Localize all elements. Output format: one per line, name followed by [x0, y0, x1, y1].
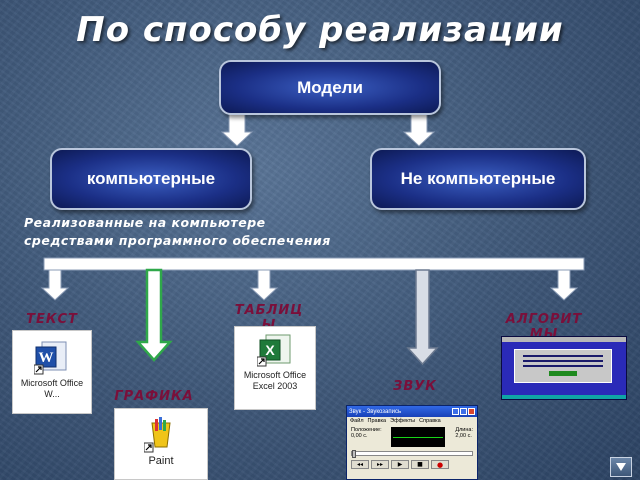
node-models: Модели	[219, 60, 441, 115]
rewind-icon[interactable]: ◂◂	[351, 460, 369, 469]
excel-label: Microsoft Office Excel 2003	[243, 370, 307, 391]
arrow-to-sound	[406, 269, 439, 366]
node-computer: компьютерные	[50, 148, 252, 210]
distribution-bar	[43, 257, 585, 271]
algorithms-screenshot	[501, 336, 627, 400]
svg-text:X: X	[265, 342, 275, 358]
word-icon: W	[34, 341, 67, 375]
slider-thumb[interactable]	[352, 450, 356, 458]
arrow-to-algorithms	[549, 269, 579, 301]
sound-recorder-title: Звук - Звукозапись	[349, 408, 402, 415]
slide-title: По способу реализации	[76, 10, 564, 50]
dialog-ok-button	[549, 371, 577, 376]
menu-edit[interactable]: Правка	[367, 418, 387, 424]
node-models-label: Модели	[297, 77, 363, 97]
word-label: Microsoft Office W...	[20, 378, 84, 399]
word-shortcut[interactable]: W Microsoft Office W...	[12, 330, 92, 414]
ide-dialog	[514, 349, 612, 383]
length-readout: Длина: 2,00 с.	[455, 427, 473, 439]
category-graphics: ГРАФИКА	[114, 389, 194, 404]
close-icon[interactable]	[468, 408, 475, 415]
excel-shortcut[interactable]: X Microsoft Office Excel 2003	[234, 326, 316, 410]
node-non-computer-label: Не компьютерные	[400, 169, 556, 188]
sound-recorder-titlebar[interactable]: Звук - Звукозапись	[347, 406, 477, 417]
record-icon[interactable]: ●	[431, 460, 449, 469]
category-sound: ЗВУК	[393, 379, 437, 394]
arrow-to-text	[40, 269, 70, 301]
position-label: Положение:	[351, 427, 382, 433]
arrow-to-graphics	[135, 268, 173, 362]
minimize-icon[interactable]	[452, 408, 459, 415]
length-value: 2,00 с.	[455, 433, 472, 439]
maximize-icon[interactable]	[460, 408, 467, 415]
forward-icon[interactable]: ▸▸	[371, 460, 389, 469]
excel-icon: X	[257, 334, 291, 367]
position-readout: Положение: 0,00 с.	[351, 427, 382, 439]
ide-menubar	[502, 337, 626, 342]
dialog-line-2	[523, 360, 603, 362]
sound-recorder-window[interactable]: Звук - Звукозапись Файл Правка Эффекты С…	[346, 405, 478, 480]
dialog-line-1	[523, 355, 603, 357]
waveform-display	[391, 427, 446, 447]
svg-text:W: W	[39, 350, 54, 366]
sound-recorder-menu: Файл Правка Эффекты Справка	[347, 417, 477, 425]
arrow-root-to-computer	[220, 113, 254, 147]
node-computer-label: компьютерные	[86, 169, 216, 188]
paint-icon	[144, 417, 171, 453]
play-icon[interactable]: ▶	[391, 460, 409, 469]
arrow-root-to-noncomputer	[402, 113, 436, 147]
menu-file[interactable]: Файл	[350, 418, 364, 424]
dialog-line-3	[523, 365, 603, 367]
stop-icon[interactable]: ■	[411, 460, 429, 469]
menu-effects[interactable]: Эффекты	[390, 418, 416, 424]
paint-label: Paint	[148, 455, 174, 467]
nav-button-icon	[616, 463, 626, 471]
category-text: ТЕКСТ	[26, 312, 78, 327]
ide-statusbar	[502, 395, 626, 399]
position-value: 0,00 с.	[351, 433, 368, 439]
transport-controls: ◂◂ ▸▸ ▶ ■ ●	[347, 458, 477, 471]
nav-next-button[interactable]	[610, 457, 632, 477]
arrow-to-tables	[249, 269, 279, 301]
length-label: Длина:	[455, 427, 473, 433]
sound-recorder-body: Положение: 0,00 с. Длина: 2,00 с.	[347, 425, 477, 449]
waveform-line	[393, 437, 444, 438]
menu-help[interactable]: Справка	[419, 418, 441, 424]
node-non-computer: Не компьютерные	[370, 148, 586, 210]
position-slider[interactable]	[351, 450, 473, 458]
paint-shortcut[interactable]: Paint	[114, 408, 208, 480]
note-text: Реализованные на компьютере средствами п…	[24, 215, 331, 248]
